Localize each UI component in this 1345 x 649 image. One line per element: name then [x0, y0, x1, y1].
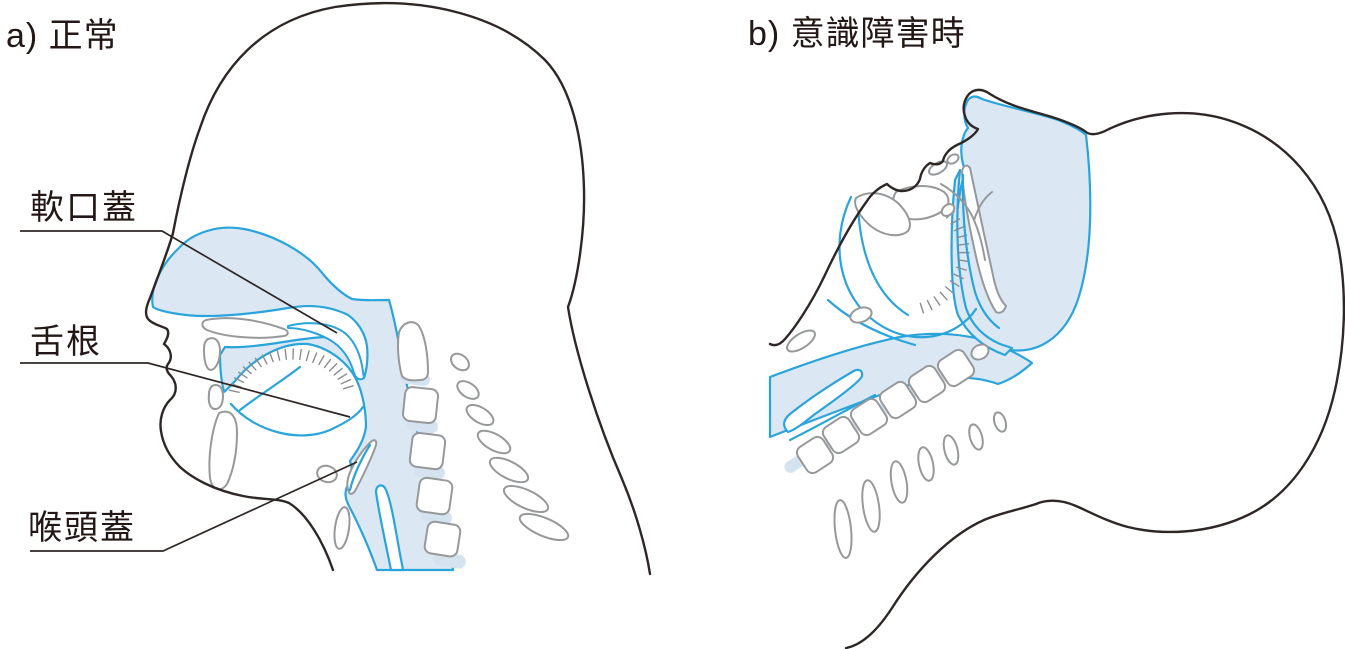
epiglottis-cyan-edge-a — [348, 443, 372, 492]
vertebra-c1-a — [397, 321, 429, 382]
panel-b-figure — [768, 88, 1345, 649]
cervical-spine-a — [397, 321, 466, 569]
mandible-bone-a — [208, 410, 238, 491]
tongue-underside-a — [229, 402, 365, 437]
tongue-inner-arc-b — [856, 203, 910, 317]
leader-tongue-base — [20, 362, 351, 418]
vertebra-b — [821, 415, 861, 455]
label-epiglottis: 喉頭蓋 — [28, 509, 136, 547]
thyroid-cartilage-a — [333, 506, 351, 550]
mandible-bone-b — [854, 192, 911, 237]
vertebra-a — [423, 520, 462, 558]
soft-palate-a — [287, 322, 365, 381]
larynx-strip-b — [783, 368, 864, 434]
mouth-floor-line-b — [826, 298, 917, 347]
tooth-b — [940, 203, 956, 217]
vertebra-a — [408, 431, 447, 471]
panel-b-title: b) 意識障害時 — [748, 15, 966, 53]
soft-palate-branch-b — [973, 191, 993, 221]
leader-epiglottis — [30, 461, 358, 552]
nasal-bone-b — [946, 153, 960, 165]
vertebra-a — [415, 476, 454, 516]
cervical-spine-b — [784, 343, 990, 475]
panel-a-figure — [20, 2, 652, 576]
epiglottis-cyan-edge-b — [961, 173, 1001, 330]
epiglottis-b — [961, 164, 1007, 314]
hyoid-bone-a — [316, 464, 338, 484]
airway-region-a — [151, 226, 455, 572]
hyoid-bone-b — [849, 306, 873, 324]
nasal-bone-b — [927, 160, 949, 176]
spinous-processes-b — [833, 411, 1008, 559]
tongue-outline-b — [838, 195, 978, 339]
upper-incisor-a — [203, 337, 221, 371]
thyroid-cartilage-b — [786, 329, 816, 353]
label-tongue-base: 舌根 — [30, 323, 102, 361]
vertebra-c1-b — [970, 343, 990, 361]
head-outline-b — [768, 88, 1345, 649]
spinous-processes-a — [450, 352, 570, 542]
label-soft-palate: 軟口蓋 — [30, 189, 138, 227]
vertebra-b — [878, 380, 918, 420]
tongue-inner-arc-a — [238, 365, 302, 412]
lower-incisor-a — [207, 384, 224, 410]
epiglottis-a — [346, 439, 378, 495]
tongue-hatching-a — [228, 348, 354, 393]
vertebra-b — [936, 348, 976, 388]
vertebra-a — [402, 386, 439, 424]
head-outline-a — [144, 2, 652, 576]
vertebra-b — [849, 397, 889, 437]
hard-palate-bone-a — [201, 317, 289, 339]
panel-a-title: a) 正常 — [6, 17, 119, 55]
blocked-channel-b — [950, 168, 1014, 357]
vertebra-b — [795, 435, 835, 475]
vertebra-b — [907, 364, 947, 404]
trachea-strip-a — [374, 484, 405, 572]
leader-soft-palate — [20, 230, 338, 334]
